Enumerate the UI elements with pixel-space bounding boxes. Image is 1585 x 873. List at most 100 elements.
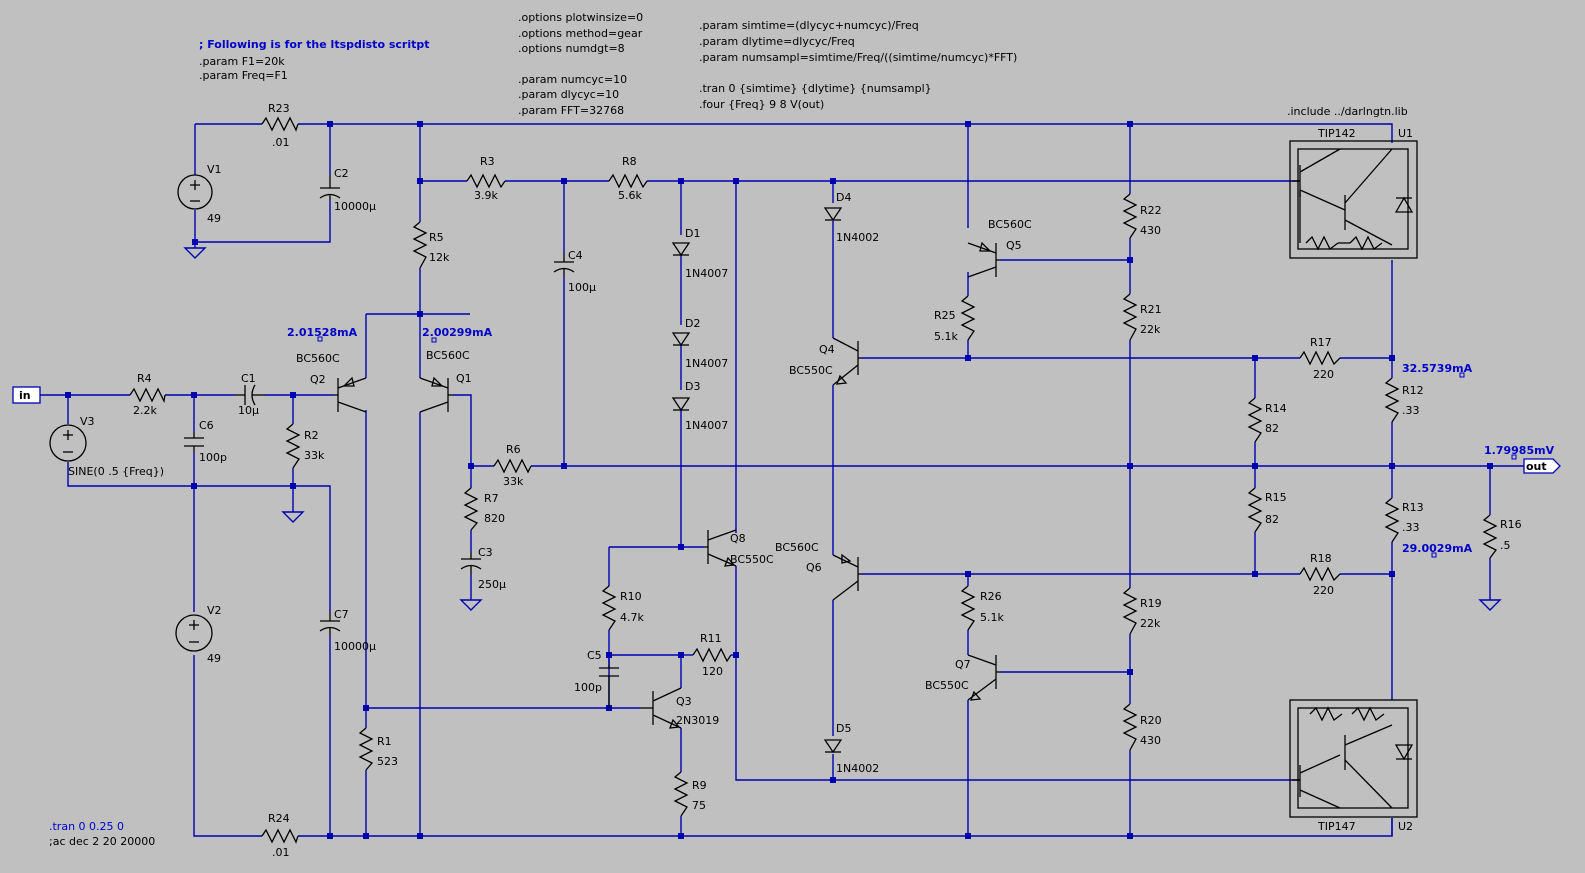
- label-r8: R8: [622, 155, 637, 168]
- label-r26: R26: [980, 590, 1002, 603]
- value-c1: 10µ: [238, 404, 259, 417]
- value-q2: BC560C: [296, 352, 340, 365]
- ltspdisto-comment: ; Following is for the ltspdisto scritpt: [199, 38, 429, 51]
- opt-method: .options method=gear: [518, 27, 643, 40]
- value-r6: 33k: [503, 475, 524, 488]
- ac-comment: ;ac dec 2 20 20000: [49, 835, 155, 848]
- ground-symbols: [183, 247, 1502, 611]
- transistor-q4: [832, 337, 862, 386]
- label-r14: R14: [1265, 402, 1287, 415]
- value-v3: SINE(0 .5 {Freq}): [68, 465, 164, 478]
- value-r1: 523: [377, 755, 398, 768]
- resistor-r11: [692, 647, 732, 663]
- label-r12: R12: [1402, 384, 1424, 397]
- value-r9: 75: [692, 799, 706, 812]
- ground-c3: [459, 599, 483, 611]
- label-r17: R17: [1310, 336, 1332, 349]
- label-d1: D1: [685, 227, 700, 240]
- probe-r13-current: 29.0029mA: [1402, 542, 1473, 555]
- ground-r2: [281, 511, 305, 523]
- resistor-r2: [285, 423, 301, 469]
- port-in[interactable]: in: [12, 386, 41, 404]
- value-r23: .01: [272, 136, 290, 149]
- source-v2: [175, 614, 213, 652]
- label-q5: Q5: [1006, 239, 1022, 252]
- transistor-q5: [967, 241, 1000, 278]
- voltage-sources: [49, 174, 213, 652]
- value-q6: BC560C: [775, 541, 819, 554]
- label-q6: Q6: [806, 561, 822, 574]
- param-dlycyc: .param dlycyc=10: [518, 88, 619, 101]
- transistor-q8: [704, 529, 737, 567]
- label-c7: C7: [334, 608, 349, 621]
- label-c6: C6: [199, 419, 214, 432]
- label-r7: R7: [484, 492, 499, 505]
- value-d2: 1N4007: [685, 357, 728, 370]
- resistor-r9: [673, 771, 689, 817]
- label-r21: R21: [1140, 303, 1162, 316]
- label-r3: R3: [480, 155, 495, 168]
- label-c5: C5: [587, 649, 602, 662]
- resistor-r13: [1384, 497, 1400, 543]
- value-d3: 1N4007: [685, 419, 728, 432]
- label-r23: R23: [268, 102, 290, 115]
- value-q3: 2N3019: [676, 714, 719, 727]
- resistor-r15: [1247, 487, 1263, 533]
- capacitor-c4: [553, 253, 575, 276]
- capacitor-c6: [184, 432, 204, 452]
- param-fft: .param FFT=32768: [518, 104, 624, 117]
- label-r10: R10: [620, 590, 642, 603]
- value-r21: 22k: [1140, 323, 1161, 336]
- value-r25: 5.1k: [934, 330, 958, 343]
- label-r22: R22: [1140, 204, 1162, 217]
- value-q7: BC550C: [925, 679, 969, 692]
- resistor-r21: [1122, 293, 1138, 341]
- directives: ; Following is for the ltspdisto scritpt…: [49, 11, 1408, 848]
- resistors-vertical: [285, 193, 1498, 817]
- ground-r16: [1478, 599, 1502, 611]
- label-r24: R24: [268, 812, 290, 825]
- value-r3: 3.9k: [474, 189, 498, 202]
- diodes: [671, 207, 843, 754]
- opt-numdgt: .options numdgt=8: [518, 42, 625, 55]
- value-r5: 12k: [429, 251, 450, 264]
- label-r4: R4: [137, 372, 152, 385]
- resistor-r23: [261, 116, 299, 132]
- value-v2: 49: [207, 652, 221, 665]
- port-out[interactable]: out: [1523, 458, 1561, 474]
- label-c3: C3: [478, 546, 493, 559]
- label-q4: Q4: [819, 343, 835, 356]
- param-freq: .param Freq=F1: [199, 69, 288, 82]
- param-f1: .param F1=20k: [199, 55, 285, 68]
- resistor-r7: [463, 487, 479, 531]
- label-r6: R6: [506, 443, 521, 456]
- diode-d2: [671, 332, 691, 347]
- value-r19: 22k: [1140, 617, 1161, 630]
- value-r15: 82: [1265, 513, 1279, 526]
- label-q8: Q8: [730, 532, 746, 545]
- value-r2: 33k: [304, 449, 325, 462]
- value-r16: .5: [1500, 539, 1511, 552]
- probe-out-voltage: 1.79985mV: [1484, 444, 1555, 457]
- value-u2: TIP147: [1317, 820, 1356, 833]
- label-r9: R9: [692, 779, 707, 792]
- resistor-r14: [1247, 397, 1263, 443]
- probe-r12-current: 32.5739mA: [1402, 362, 1473, 375]
- value-c5: 100p: [574, 681, 602, 694]
- resistor-r18: [1299, 566, 1341, 582]
- label-r19: R19: [1140, 597, 1162, 610]
- capacitor-c2: [319, 175, 341, 200]
- value-r14: 82: [1265, 422, 1279, 435]
- probe-q2-current: 2.01528mA: [287, 326, 358, 339]
- resistor-r3: [466, 173, 506, 189]
- diode-d4: [823, 207, 843, 222]
- label-c4: C4: [568, 249, 583, 262]
- value-c3: 250µ: [478, 578, 506, 591]
- label-q7: Q7: [955, 658, 971, 671]
- capacitor-c1: [235, 384, 265, 406]
- value-r7: 820: [484, 512, 505, 525]
- source-v1: [177, 174, 213, 210]
- transistor-q6: [832, 553, 862, 601]
